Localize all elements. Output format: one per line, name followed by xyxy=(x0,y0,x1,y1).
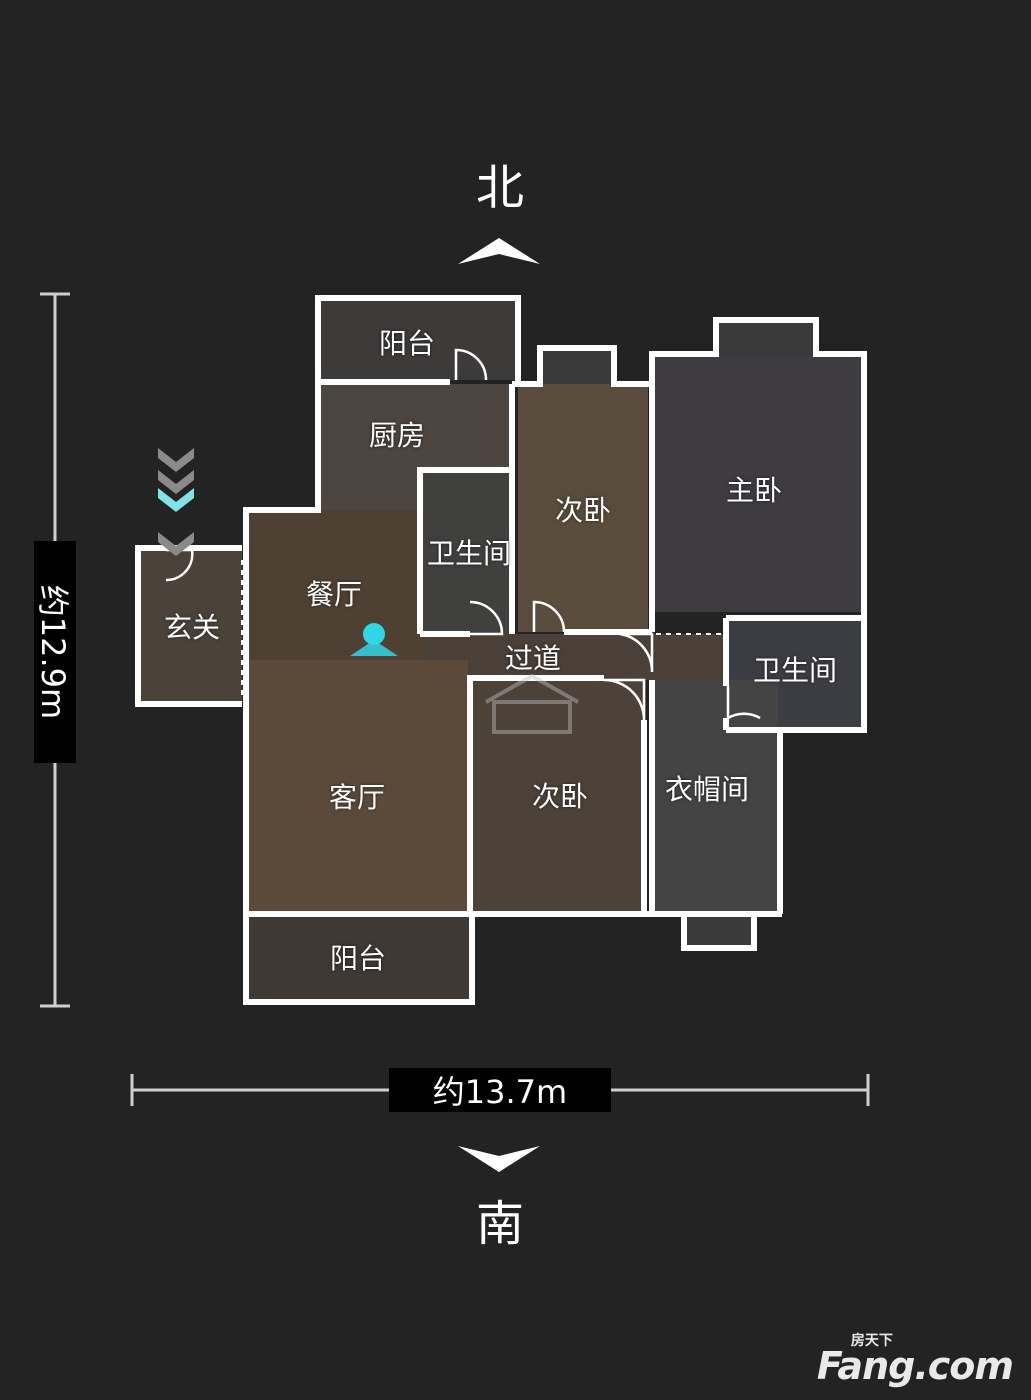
floor-bedroom-north xyxy=(518,384,648,632)
south-label: 南 xyxy=(475,1196,524,1252)
floor-closet xyxy=(652,680,778,912)
room-label-bedroom-south: 次卧 xyxy=(531,780,589,813)
door-swings xyxy=(165,348,761,721)
north-label: 北 xyxy=(475,160,524,216)
floor-dining xyxy=(246,510,424,660)
bay-window-north-1 xyxy=(540,348,612,384)
floor-balcony-south xyxy=(246,916,470,1000)
floor-master xyxy=(652,356,862,612)
floor-hall xyxy=(424,634,724,680)
fang-logo: 房天下 Fang.com xyxy=(816,1333,1014,1388)
floor-entrance xyxy=(138,548,242,702)
center-logo-watermark xyxy=(485,673,579,734)
south-arrow-icon xyxy=(458,1146,540,1172)
floor-living xyxy=(246,660,468,914)
walls xyxy=(135,295,867,1005)
room-label-bathroom-1: 卫生间 xyxy=(426,537,512,570)
room-label-balcony-north: 阳台 xyxy=(378,327,436,360)
room-label-bedroom-north: 次卧 xyxy=(554,494,612,527)
floor-bathroom-1 xyxy=(424,470,510,634)
floor-bedroom-south xyxy=(470,678,646,914)
room-label-hallway: 过道 xyxy=(504,642,562,675)
fang-logo-cn: 房天下 xyxy=(850,1333,893,1349)
height-dimension-label: 约12.9m xyxy=(34,541,76,763)
viewpoint-marker-icon xyxy=(350,623,398,656)
fang-logo-text: Fang.com xyxy=(816,1344,1014,1388)
room-label-closet: 衣帽间 xyxy=(664,773,750,806)
bay-window-north-2 xyxy=(716,320,814,356)
room-label-kitchen: 厨房 xyxy=(368,419,426,452)
room-label-living: 客厅 xyxy=(328,781,386,814)
north-arrow-icon xyxy=(458,238,540,264)
width-dimension-label: 约13.7m xyxy=(389,1068,611,1112)
height-dimension-text: 约12.9m xyxy=(34,584,72,720)
room-label-entrance: 玄关 xyxy=(163,611,221,644)
room-label-balcony-south: 阳台 xyxy=(329,942,387,975)
room-label-dining: 餐厅 xyxy=(305,578,363,611)
room-label-bathroom-2: 卫生间 xyxy=(752,654,838,687)
entrance-chevrons-icon xyxy=(158,448,194,556)
bay-window-south xyxy=(684,912,752,948)
room-label-master-bedroom: 主卧 xyxy=(725,474,783,507)
open-passages xyxy=(241,560,724,700)
